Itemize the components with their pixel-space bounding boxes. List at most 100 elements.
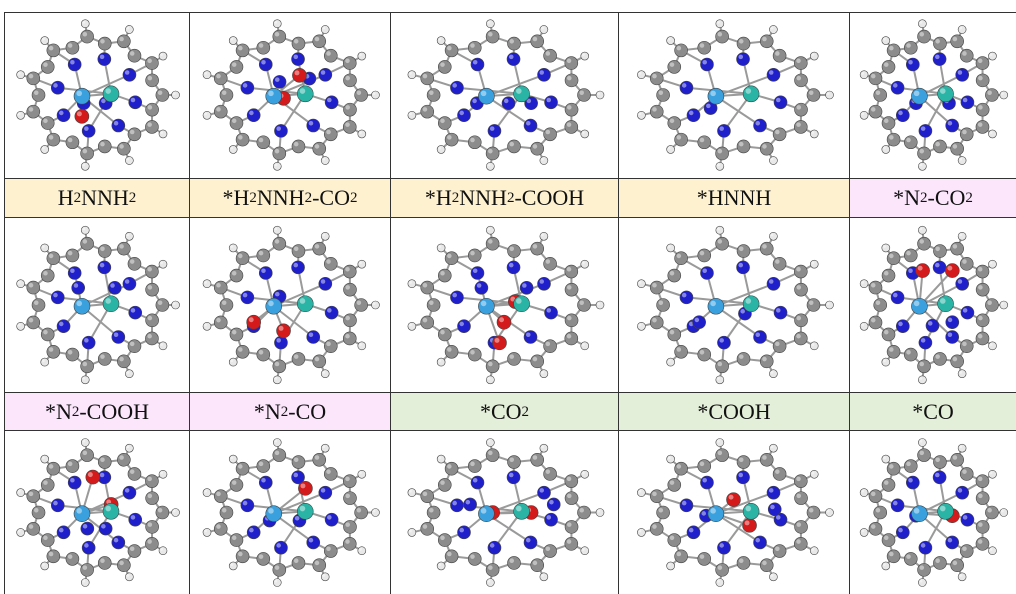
atom-highlight [113,537,119,543]
nitrogen-atom [240,80,255,95]
carbon-atom [342,331,357,346]
nitrogen-atom [895,108,910,123]
carbon-atom [772,127,787,142]
atom-highlight [906,250,911,256]
nitrogen-atom [128,512,143,527]
atom-highlight [768,488,774,493]
atom-highlight [939,298,946,304]
carbon-atom [420,489,435,503]
atom-highlight [268,90,274,97]
carbon-atom [933,139,947,154]
atom-highlight [293,54,299,60]
hydrogen-atom [881,561,891,571]
atom-highlight [669,535,675,541]
oxygen-atom [915,263,930,278]
atom-highlight [978,75,983,81]
atom-highlight [717,163,720,167]
atom-highlight [977,122,983,127]
atom-highlight [883,245,886,248]
carbon-atom [229,60,244,74]
carbon-atom [950,241,964,256]
atom-highlight [409,323,412,327]
hydrogen-atom [125,572,134,582]
atom-highlight [238,135,243,140]
atom-highlight [487,439,491,443]
carbon-atom [291,139,306,154]
carbon-atom [975,102,990,117]
oxygen-atom [726,492,741,507]
atom-highlight [667,146,671,150]
atom-highlight [488,32,493,37]
carbon-atom [420,280,435,295]
carbon-atom [437,60,452,74]
atom-highlight [130,97,136,103]
atom-highlight [231,535,237,541]
atom-highlight [320,70,326,75]
atom-highlight [883,329,889,335]
atom-highlight [508,472,514,478]
atom-highlight [775,515,781,520]
label-text: *CO [479,398,522,424]
atom-highlight [293,354,299,359]
carbon-atom [564,520,579,534]
atom-highlight [359,131,362,134]
hydrogen-atom [539,369,549,379]
carbon-atom [903,248,918,263]
hydrogen-atom [80,161,90,171]
hydrogen-atom [371,508,380,517]
atom-highlight [719,126,724,131]
atom-highlight [811,547,815,551]
nitrogen-atom [50,290,65,305]
atom-highlight [532,144,538,149]
nitrogen-atom [324,95,339,110]
nitrogen-atom [67,266,82,280]
atom-highlight [43,118,48,124]
hydrogen-atom [202,70,212,80]
atom-highlight [308,537,314,543]
atom-highlight [230,359,234,363]
atom-highlight [962,546,967,552]
atom-highlight [861,529,865,533]
hydrogen-atom [595,300,605,310]
atom-highlight [808,300,814,305]
nitrogen-atom [544,305,558,320]
atom-highlight [429,300,434,305]
carbon-atom [759,452,774,467]
atom-highlight [745,505,752,512]
atom-highlight [541,157,544,161]
nitrogen-atom [470,475,485,490]
atom-highlight [870,491,876,497]
atom-highlight [43,62,48,67]
label-text: NNH [459,185,507,210]
hydrogen-atom [918,19,927,29]
atom-highlight [372,509,376,513]
atom-highlight [658,90,664,95]
atom-highlight [638,323,642,327]
carbon-atom [736,244,751,258]
atom-highlight [82,565,88,570]
atom-highlight [429,507,434,513]
atom-highlight [989,547,993,551]
label-text: -CO [927,185,966,210]
atom-highlight [908,268,913,274]
atom-highlight [356,90,362,95]
carbon-atom [794,520,808,534]
hydrogen-atom [988,341,997,351]
carbon-atom [213,315,228,330]
carbon-atom [959,127,974,142]
carbon-atom [354,505,368,520]
atom-highlight [314,455,320,460]
nitrogen-atom [246,525,261,540]
atom-highlight [276,543,281,548]
atom-highlight [893,83,898,88]
nitrogen-atom [324,512,339,527]
carbon-atom [155,505,170,520]
carbon-atom [886,549,901,564]
nitrogen-atom [955,485,970,500]
atom-highlight [322,370,326,374]
nitrogen-atom [523,535,538,550]
atom-highlight [989,471,993,475]
carbon-atom [794,474,808,488]
hydrogen-atom [769,231,778,241]
carbon-atom [715,236,729,251]
